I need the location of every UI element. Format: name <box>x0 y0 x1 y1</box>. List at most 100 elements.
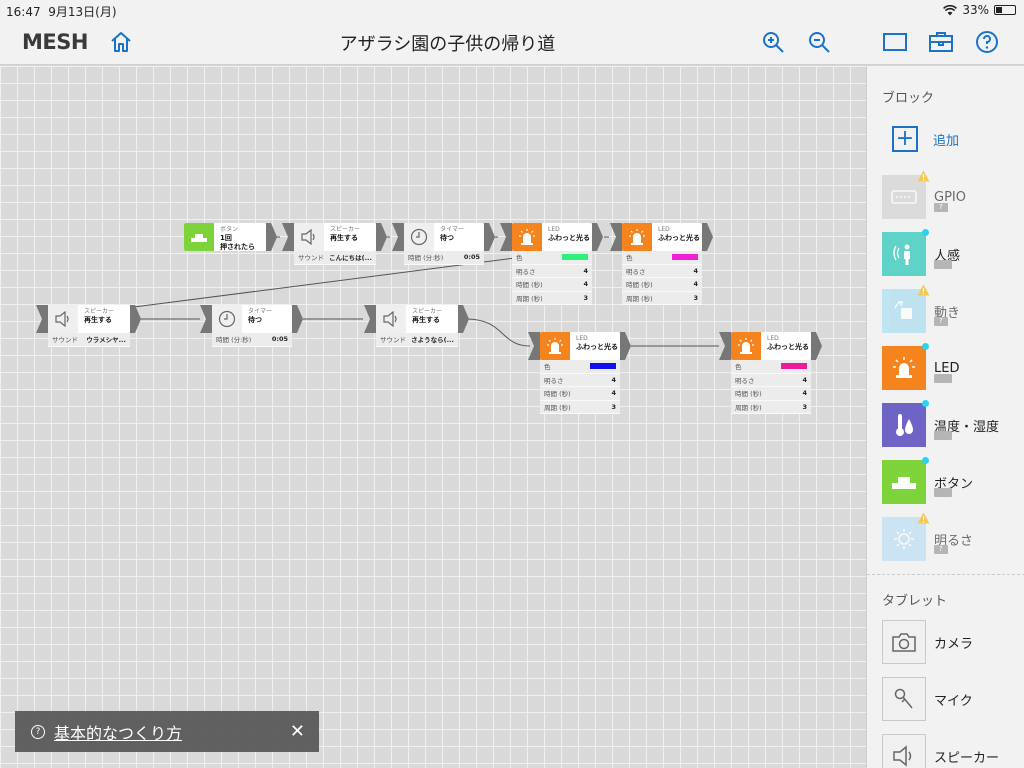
warning-icon <box>917 512 930 524</box>
block-input-connector[interactable] <box>34 305 48 333</box>
toolbox-icon[interactable] <box>928 29 954 55</box>
speaker-icon <box>893 745 912 767</box>
block-category: LED <box>576 335 588 342</box>
block-property: 周期 (秒)3 <box>731 401 811 414</box>
block-action: ふわっと光る <box>548 234 590 242</box>
block-input-connector[interactable] <box>608 223 622 251</box>
block-action: ふわっと光る <box>576 343 618 351</box>
gpio-tile <box>882 170 930 219</box>
block-property: 周期 (秒)3 <box>540 401 620 414</box>
block-action: 再生する <box>84 316 112 324</box>
warning-icon <box>917 170 930 182</box>
mesh-logo: MESH <box>22 30 88 54</box>
block-output-connector[interactable] <box>484 223 496 251</box>
battery-indicator <box>934 488 952 497</box>
block-output-connector[interactable] <box>702 223 714 251</box>
block-output-connector[interactable] <box>811 332 823 360</box>
led-icon <box>893 357 915 378</box>
block-output-connector[interactable] <box>592 223 604 251</box>
sidebar-item-led[interactable]: LED <box>882 343 1022 390</box>
block-category: LED <box>548 226 560 233</box>
sidebar-item-speaker[interactable]: スピーカー <box>882 734 1022 768</box>
battery-percent: 33% <box>962 3 989 17</box>
block-category: スピーカー <box>84 308 115 315</box>
button-icon <box>892 477 916 489</box>
block-input-connector[interactable] <box>280 223 294 251</box>
clock-icon <box>212 305 242 333</box>
sidebar-item-move[interactable]: 動き ? <box>882 284 1022 333</box>
block-action: 1回 押されたら <box>220 234 255 251</box>
layout-icon[interactable] <box>882 29 908 55</box>
block-output-connector[interactable] <box>266 223 278 251</box>
block-palette: ブロック + 追加 GPIO ? 人感 動き ? LED <box>866 66 1024 768</box>
sidebar-item-motion-sensor[interactable]: 人感 <box>882 229 1022 276</box>
move-icon <box>894 301 912 319</box>
connected-indicator <box>922 229 929 236</box>
block-status: ? <box>934 545 948 554</box>
block-input-connector[interactable] <box>526 332 540 360</box>
color-swatch[interactable] <box>672 254 698 261</box>
color-swatch[interactable] <box>562 254 588 261</box>
color-swatch[interactable] <box>590 363 616 370</box>
block-status: ? <box>934 203 948 212</box>
sidebar-item-temp-humidity[interactable]: 温度・湿度 <box>882 400 1022 447</box>
battery-icon <box>994 5 1016 15</box>
block-category: スピーカー <box>412 308 443 315</box>
block-output-connector[interactable] <box>458 305 470 333</box>
sidebar-item-button[interactable]: ボタン <box>882 457 1022 504</box>
sidebar-item-mic[interactable]: マイク <box>882 677 1022 721</box>
zoom-out-icon[interactable] <box>806 29 832 55</box>
help-icon[interactable] <box>974 29 1000 55</box>
block-input-connector[interactable] <box>198 305 212 333</box>
block-input-connector[interactable] <box>362 305 376 333</box>
warning-icon <box>917 284 930 296</box>
block-property: 色 <box>540 360 620 374</box>
block-action: 待つ <box>440 234 454 242</box>
block-category: LED <box>767 335 779 342</box>
zoom-in-icon[interactable] <box>760 29 786 55</box>
block-action: 再生する <box>412 316 440 324</box>
add-block-button[interactable]: + 追加 <box>882 126 959 152</box>
basic-guide-link[interactable]: 基本的なつくり方 <box>54 723 183 743</box>
connected-indicator <box>922 457 929 464</box>
microphone-icon <box>894 688 913 709</box>
block-category: スピーカー <box>330 226 361 233</box>
led-tile <box>882 343 929 390</box>
home-icon[interactable] <box>108 29 134 55</box>
clock-icon <box>404 223 434 251</box>
person-icon <box>893 244 910 265</box>
button-tile <box>882 457 929 504</box>
connection-wires <box>133 236 719 347</box>
block-property: 時間 (秒)4 <box>512 278 592 292</box>
led-icon <box>731 332 761 360</box>
block-input-connector[interactable] <box>498 223 512 251</box>
block-status: ? <box>934 317 948 326</box>
button-icon <box>184 223 214 251</box>
block-output-connector[interactable] <box>376 223 388 251</box>
block-input-connector[interactable] <box>390 223 404 251</box>
block-output-connector[interactable] <box>292 305 304 333</box>
sidebar-item-camera[interactable]: カメラ <box>882 620 1022 664</box>
question-icon: ? <box>31 724 45 739</box>
block-action: ふわっと光る <box>767 343 809 351</box>
speaker-icon <box>48 305 78 333</box>
connected-indicator <box>922 400 929 407</box>
block-action: ふわっと光る <box>658 234 700 242</box>
block-property: 色 <box>512 251 592 265</box>
block-output-connector[interactable] <box>620 332 632 360</box>
program-canvas[interactable]: ボタン 1回 押されたら スピーカー 再生する サウンドこんにちは(... <box>0 66 866 768</box>
sidebar-item-brightness[interactable]: 明るさ ? <box>882 512 1022 561</box>
sidebar-item-gpio[interactable]: GPIO ? <box>882 170 1022 219</box>
block-category: タイマー <box>248 308 273 315</box>
block-property: 時間 (分:秒)0:05 <box>212 333 292 347</box>
block-output-connector[interactable] <box>130 305 142 333</box>
color-swatch[interactable] <box>781 363 807 370</box>
connected-indicator <box>922 343 929 350</box>
close-icon[interactable]: ✕ <box>289 721 305 742</box>
status-date: 9月13日(月) <box>48 5 117 19</box>
sun-icon <box>894 529 914 549</box>
block-input-connector[interactable] <box>717 332 731 360</box>
block-property: 色 <box>731 360 811 374</box>
block-action: 待つ <box>248 316 262 324</box>
